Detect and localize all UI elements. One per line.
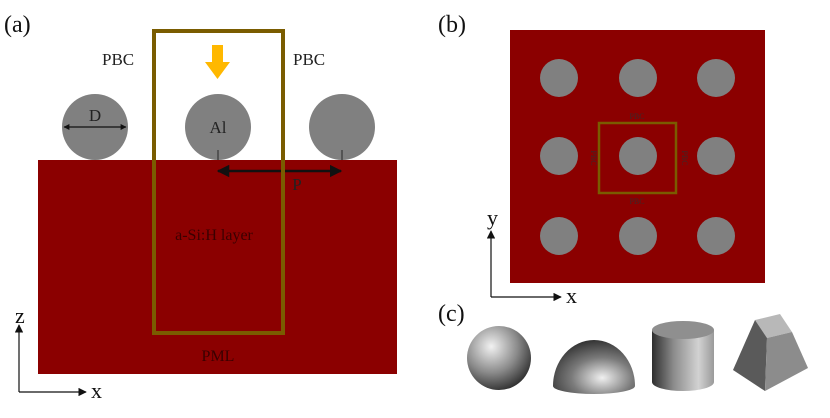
grid-particle (619, 59, 657, 97)
unit-cell-box (152, 29, 285, 335)
z-axis-label: z (15, 303, 25, 328)
grid-particle (540, 59, 578, 97)
pml-label: PML (202, 348, 235, 365)
cylinder-shape (652, 321, 714, 391)
grid-particle (697, 217, 735, 255)
pbc-bottom-label: PBC (629, 197, 644, 206)
grid-particle (540, 137, 578, 175)
panel-b: (b) PBC PBC PBC PBC y x (438, 12, 765, 308)
pbc-left-label: PBC (102, 50, 134, 69)
pbc-right-label: PBC (293, 50, 325, 69)
particle-center (185, 94, 251, 160)
grid-particle (619, 137, 657, 175)
x-axis-label-b: x (566, 283, 577, 308)
diameter-label: D (89, 106, 101, 125)
panel-a-label: (a) (4, 12, 31, 38)
incident-light-arrow (205, 45, 230, 79)
pbc-top-label: PBC (629, 112, 644, 121)
particle-right (309, 94, 375, 160)
particle-grid (540, 59, 735, 255)
pbc-right-label: PBC (680, 150, 689, 165)
layer-label: a-Si:H layer (175, 227, 253, 244)
hemisphere-shape (553, 340, 635, 394)
truncated-pyramid-shape (733, 314, 808, 391)
panel-c: (c) (438, 301, 808, 394)
period-label: P (292, 175, 301, 194)
grid-particle (697, 137, 735, 175)
sphere-shape (467, 326, 531, 390)
substrate-layer (38, 160, 397, 374)
panel-b-label: (b) (438, 12, 466, 38)
panel-a: (a) D Al P PBC PBC a-Si:H layer PML z x (4, 12, 397, 403)
grid-particle (540, 217, 578, 255)
axes-xy: y x (486, 205, 577, 308)
x-axis-label: x (91, 378, 102, 403)
grid-particle (697, 59, 735, 97)
panel-c-label: (c) (438, 301, 465, 327)
pbc-left-label: PBC (589, 150, 598, 165)
particle-label: Al (210, 118, 227, 137)
unit-cell-box-top (597, 121, 678, 195)
y-axis-label: y (487, 205, 498, 230)
axes-zx: z x (14, 303, 102, 403)
grid-particle (619, 217, 657, 255)
